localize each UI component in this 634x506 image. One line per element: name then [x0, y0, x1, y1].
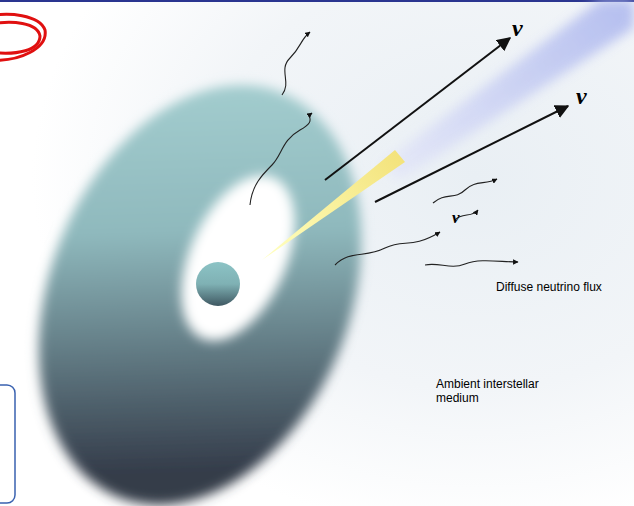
neutrino-symbol: ν	[576, 82, 587, 111]
annotation-label: Diffuse neutrino flux	[496, 280, 602, 294]
annotation-label: Ambient interstellar medium	[436, 377, 546, 406]
neutrino-symbol: ν	[452, 208, 460, 228]
neutrino-symbol: ν	[512, 14, 523, 43]
